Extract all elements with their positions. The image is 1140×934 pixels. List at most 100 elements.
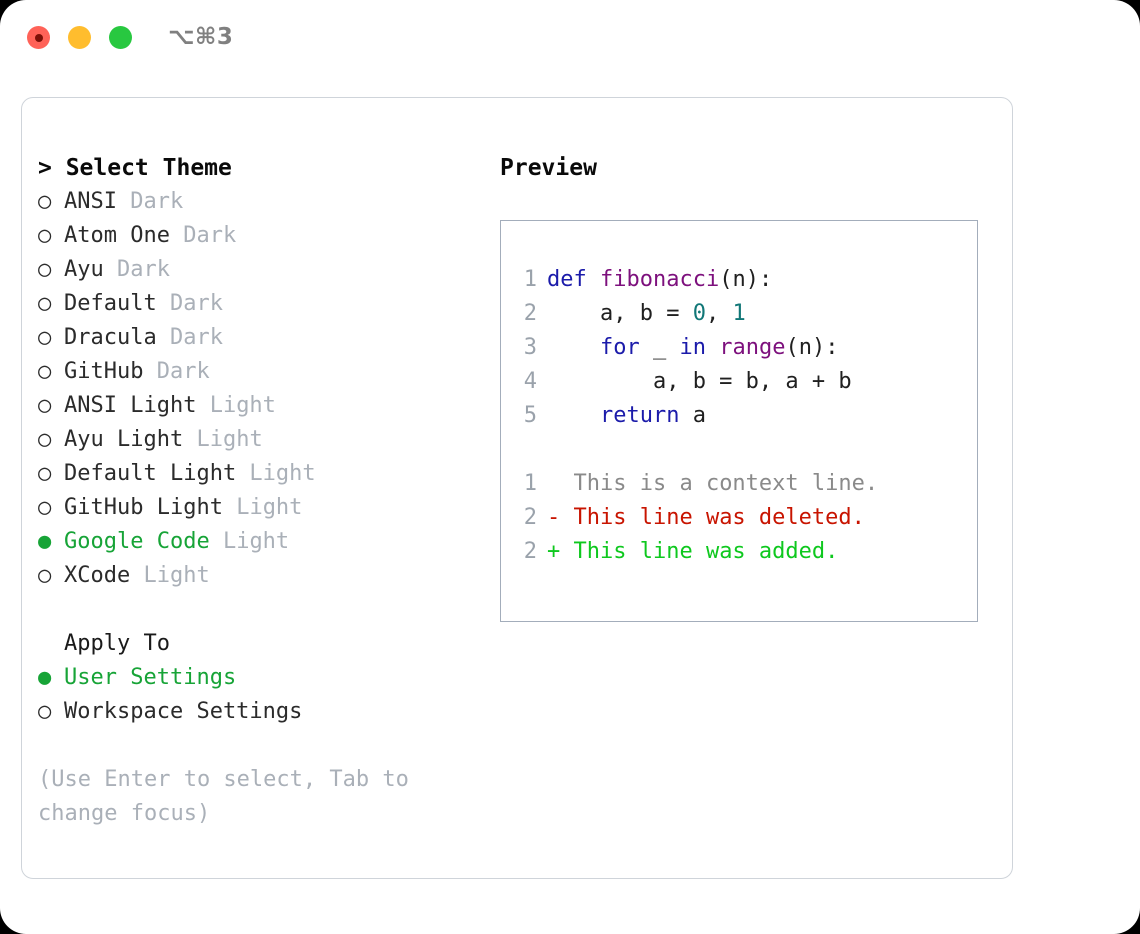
- radio-unselected-icon: ○: [38, 257, 52, 282]
- code-token-txt: a, b =: [547, 301, 693, 326]
- theme-option-ansi-light[interactable]: ○ ANSI Light Light: [38, 389, 508, 423]
- theme-option-ayu[interactable]: ○ Ayu Dark: [38, 253, 508, 287]
- theme-name: ANSI: [64, 189, 117, 214]
- radio-unselected-icon: ○: [38, 189, 52, 214]
- apply-to-option-user-settings[interactable]: ● User Settings: [38, 661, 508, 695]
- code-token-num: 1: [732, 301, 746, 326]
- apply-to-label: User Settings: [64, 665, 237, 690]
- theme-kind-label: Dark: [169, 223, 237, 248]
- theme-kind-label: Light: [236, 461, 316, 486]
- diff-text: This line was deleted.: [560, 505, 865, 530]
- diff-sign: +: [547, 539, 561, 564]
- theme-option-github[interactable]: ○GitHub Dark: [38, 355, 508, 389]
- keyboard-shortcut-label: ⌥⌘3: [168, 24, 234, 50]
- code-line: 1 def fibonacci(n):: [511, 263, 977, 297]
- code-token-kw: return: [599, 403, 680, 428]
- code-token-txt: a, b = b, a + b: [547, 369, 852, 394]
- theme-name: ANSI Light: [64, 393, 197, 418]
- code-token-kw: def: [547, 267, 600, 292]
- code-token-txt: [706, 335, 719, 360]
- diff-line-number: 1: [523, 471, 537, 496]
- theme-kind-label: Light: [222, 495, 303, 520]
- radio-selected-icon: ●: [38, 529, 52, 554]
- theme-picker-column: > Select Theme ○ANSI Dark○Atom One Dark○…: [38, 151, 508, 831]
- window-controls: [27, 26, 132, 49]
- diff-line-number: 2: [523, 505, 537, 530]
- apply-to-section: Apply To ●User Settings○Workspace Settin…: [38, 627, 508, 729]
- theme-option-ansi[interactable]: ○ ANSI Dark: [38, 185, 508, 219]
- radio-unselected-icon: ○: [38, 427, 52, 452]
- theme-kind-label: Light: [196, 393, 276, 418]
- code-line: 2 a, b = 0, 1: [511, 297, 977, 331]
- code-token-txt: _: [639, 335, 680, 360]
- theme-kind-label: Dark: [156, 325, 223, 350]
- code-token-fn: range: [719, 335, 786, 360]
- apply-to-label: Workspace Settings: [64, 699, 303, 724]
- code-line-number: 1: [523, 267, 537, 292]
- apply-to-option-workspace-settings[interactable]: ○ Workspace Settings: [38, 695, 508, 729]
- theme-option-ayu-light[interactable]: ○ Ayu Light Light: [38, 423, 508, 457]
- diff-line-add: 2 + This line was added.: [511, 535, 977, 569]
- code-line-number: 5: [523, 403, 537, 428]
- theme-option-xcode[interactable]: ○ XCode Light: [38, 559, 508, 593]
- code-token-txt: [547, 403, 600, 428]
- maximize-button[interactable]: [109, 26, 132, 49]
- radio-unselected-icon: ○: [38, 563, 52, 588]
- theme-option-default-light[interactable]: ○ Default Light Light: [38, 457, 508, 491]
- theme-option-atom-one[interactable]: ○Atom One Dark: [38, 219, 508, 253]
- radio-unselected-icon: ○: [38, 699, 52, 724]
- close-button[interactable]: [27, 26, 50, 49]
- code-line-number: 2: [523, 301, 537, 326]
- theme-kind-label: Dark: [143, 359, 210, 384]
- theme-option-google-code[interactable]: ●Google Code Light: [38, 525, 508, 559]
- code-token-punct: (n):: [785, 335, 839, 360]
- theme-name: GitHub Light: [64, 495, 223, 520]
- theme-name: Atom One: [64, 223, 170, 248]
- diff-line-context: 1 This is a context line.: [511, 467, 977, 501]
- theme-option-default[interactable]: ○Default Dark: [38, 287, 508, 321]
- code-line-number: 3: [523, 335, 537, 360]
- theme-option-github-light[interactable]: ○GitHub Light Light: [38, 491, 508, 525]
- theme-kind-label: Light: [130, 563, 210, 588]
- theme-name: Default: [64, 291, 157, 316]
- theme-kind-label: Dark: [103, 257, 170, 282]
- code-token-kw: for: [599, 335, 640, 360]
- theme-name: Google Code: [64, 529, 210, 554]
- radio-unselected-icon: ○: [38, 393, 52, 418]
- diff-text: This is a context line.: [560, 471, 879, 496]
- code-token-txt: [547, 335, 600, 360]
- code-token-txt: ,: [705, 301, 733, 326]
- theme-picker-title: > Select Theme: [38, 155, 232, 181]
- radio-unselected-icon: ○: [38, 461, 52, 486]
- code-line-number: 4: [523, 369, 537, 394]
- theme-list: ○ANSI Dark○Atom One Dark○Ayu Dark○Defaul…: [38, 185, 508, 593]
- code-line: 3 for _ in range(n):: [511, 331, 977, 365]
- theme-name: Ayu Light: [64, 427, 184, 452]
- code-line: 4 a, b = b, a + b: [511, 365, 977, 399]
- theme-option-dracula[interactable]: ○Dracula Dark: [38, 321, 508, 355]
- title-bar: ⌥⌘3: [0, 0, 1140, 78]
- diff-sign: -: [547, 505, 561, 530]
- code-line: 5 return a: [511, 399, 977, 433]
- main-panel: > Select Theme ○ANSI Dark○Atom One Dark○…: [21, 97, 1013, 879]
- diff-line-del: 2- This line was deleted.: [511, 501, 977, 535]
- theme-name: Dracula: [64, 325, 157, 350]
- diff-text: This line was added.: [560, 539, 839, 564]
- code-token-fn: fibonacci: [599, 267, 720, 292]
- diff-sign: [547, 471, 560, 496]
- radio-selected-icon: ●: [38, 665, 52, 690]
- minimize-button[interactable]: [68, 26, 91, 49]
- theme-name: XCode: [64, 563, 131, 588]
- diff-sample: 1 This is a context line.2- This line wa…: [511, 467, 977, 569]
- theme-kind-label: Light: [183, 427, 263, 452]
- radio-unselected-icon: ○: [38, 291, 52, 316]
- theme-kind-label: Dark: [116, 189, 184, 214]
- theme-name: Default Light: [64, 461, 237, 486]
- diff-line-number: 2: [523, 539, 537, 564]
- theme-name: Ayu: [64, 257, 104, 282]
- code-token-punct: (n):: [719, 267, 773, 292]
